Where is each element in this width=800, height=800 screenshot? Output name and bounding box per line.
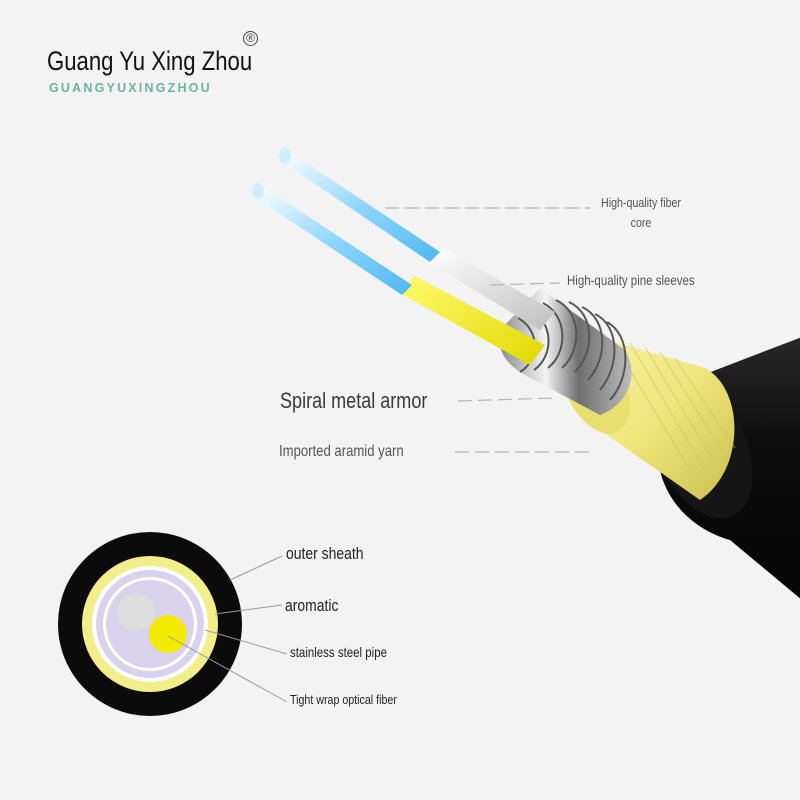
cs-label-aromatic: aromatic <box>285 596 339 615</box>
callout-fiber-core-line1: High-quality fiber <box>601 195 681 210</box>
brand-name: Guang Yu Xing Zhou <box>47 46 253 76</box>
callout-fiber-core-line2: core <box>630 215 652 230</box>
white-tight-buffer <box>428 248 555 330</box>
fiber-core-back <box>280 152 440 262</box>
yellow-tight-buffer <box>398 276 545 365</box>
callout-spiral-armor: Spiral metal armor <box>280 388 428 413</box>
cs-white-fiber <box>117 593 155 631</box>
fiber-tip-front <box>252 183 264 199</box>
fiber-core-front <box>253 186 412 295</box>
cross-section-diagram <box>58 532 242 716</box>
cs-yellow-fiber <box>149 615 187 653</box>
brand-subtitle: GUANGYUXINGZHOU <box>49 81 212 95</box>
callout-aramid-yarn: Imported aramid yarn <box>279 443 404 460</box>
registered-mark: ® <box>243 31 258 46</box>
cross-section-leaders <box>167 555 288 703</box>
fiber-tip-back <box>279 148 291 164</box>
callout-pine-sleeves: High-quality pine sleeves <box>567 272 695 288</box>
cs-label-outer-sheath: outer sheath <box>286 544 364 563</box>
callout-leader-lines <box>385 207 590 453</box>
cs-label-tight-wrap: Tight wrap optical fiber <box>290 692 397 707</box>
cs-label-stainless-pipe: stainless steel pipe <box>290 644 388 660</box>
callout-fiber-core: High-quality fiber core <box>601 193 681 233</box>
